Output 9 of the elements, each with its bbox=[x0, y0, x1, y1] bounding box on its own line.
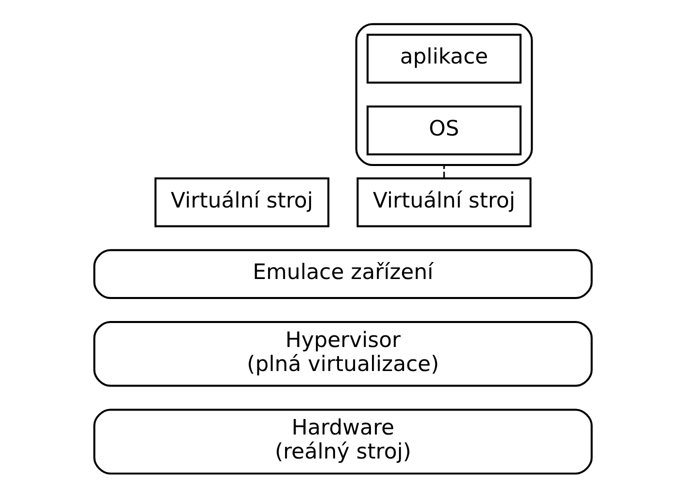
node-box: Virtuální stroj bbox=[154, 177, 329, 228]
node-box: aplikace bbox=[366, 34, 522, 84]
node-box: OS bbox=[366, 106, 522, 156]
node-box: Hardware (reálný stroj) bbox=[92, 408, 592, 475]
connector bbox=[442, 165, 444, 178]
node-box: Virtuální stroj bbox=[356, 177, 531, 228]
node-box: Hypervisor (plná virtualizace) bbox=[92, 320, 592, 387]
node-box: Emulace zařízení bbox=[92, 249, 592, 300]
cluster bbox=[354, 23, 532, 166]
